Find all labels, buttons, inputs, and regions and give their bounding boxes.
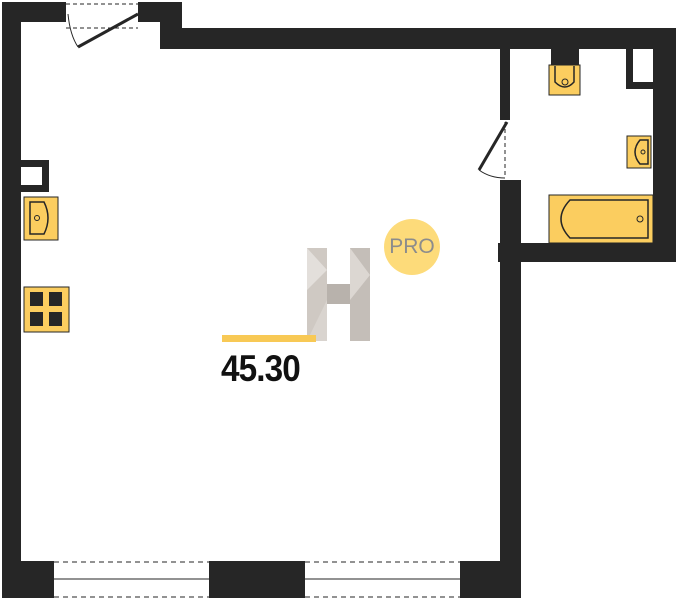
total-area-label: 45.30 xyxy=(221,348,301,389)
kitchen-sink-icon xyxy=(23,196,59,241)
window-left xyxy=(54,561,209,598)
stove-icon xyxy=(23,286,70,333)
bathroom-door[interactable] xyxy=(477,121,509,179)
bathtub-icon xyxy=(548,194,654,244)
area-underline xyxy=(222,335,316,342)
bathroom-sink-icon xyxy=(626,135,652,169)
toilet-icon xyxy=(548,49,581,96)
window-right xyxy=(305,561,460,598)
brand-logo xyxy=(307,248,370,341)
pro-badge: PRO xyxy=(384,219,440,275)
entry-door[interactable] xyxy=(66,3,139,49)
